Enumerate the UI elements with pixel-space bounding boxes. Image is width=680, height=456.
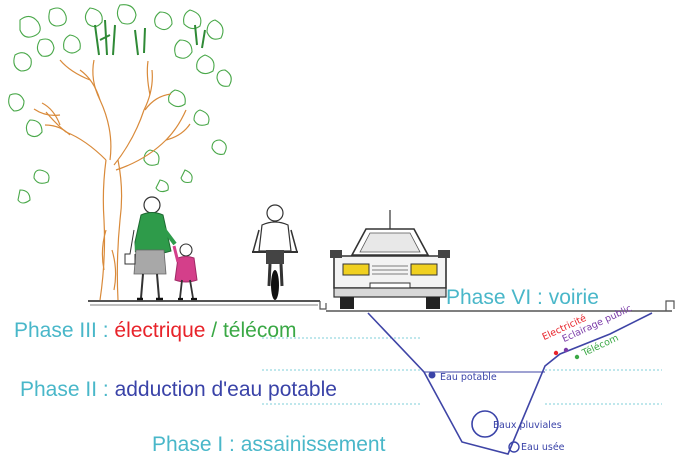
label-eau-usee: Eau usée: [521, 442, 565, 453]
tree-illustration: [8, 4, 232, 301]
pedestrian-woman: [124, 196, 177, 301]
rainwater-pipe-icon: [471, 410, 499, 438]
electricity-cable-icon: [553, 350, 559, 356]
potable-water-pipe-icon: [428, 371, 436, 379]
pedestrian-child: [172, 243, 198, 301]
pipes: [428, 347, 580, 453]
car: [330, 210, 450, 309]
phase-3-label: Phase III : électrique / télécom: [14, 320, 297, 341]
phase-2-water: adduction d'eau potable: [114, 378, 337, 401]
lighting-cable-icon: [563, 347, 569, 353]
phase-2-label: Phase II : adduction d'eau potable: [20, 379, 337, 400]
phase-3-electric: électrique: [114, 319, 206, 342]
phase-3-separator: /: [205, 319, 223, 342]
wastewater-pipe-icon: [508, 441, 520, 453]
label-eaux-pluviales: Eaux pluviales: [493, 420, 562, 431]
ground-profile: [88, 300, 675, 312]
phase-3-telecom: télécom: [222, 319, 297, 342]
phase-3-prefix: Phase III :: [14, 319, 115, 342]
label-eau-potable: Eau potable: [440, 372, 497, 383]
trench-outline: [367, 312, 653, 455]
phase-2-prefix: Phase II :: [20, 378, 115, 401]
phase-1-label: Phase I : assainissement: [152, 433, 386, 456]
telecom-cable-icon: [574, 354, 580, 360]
cyclist: [252, 204, 298, 300]
level-lines: [262, 337, 662, 405]
phase-6-label: Phase VI : voirie: [446, 286, 599, 309]
